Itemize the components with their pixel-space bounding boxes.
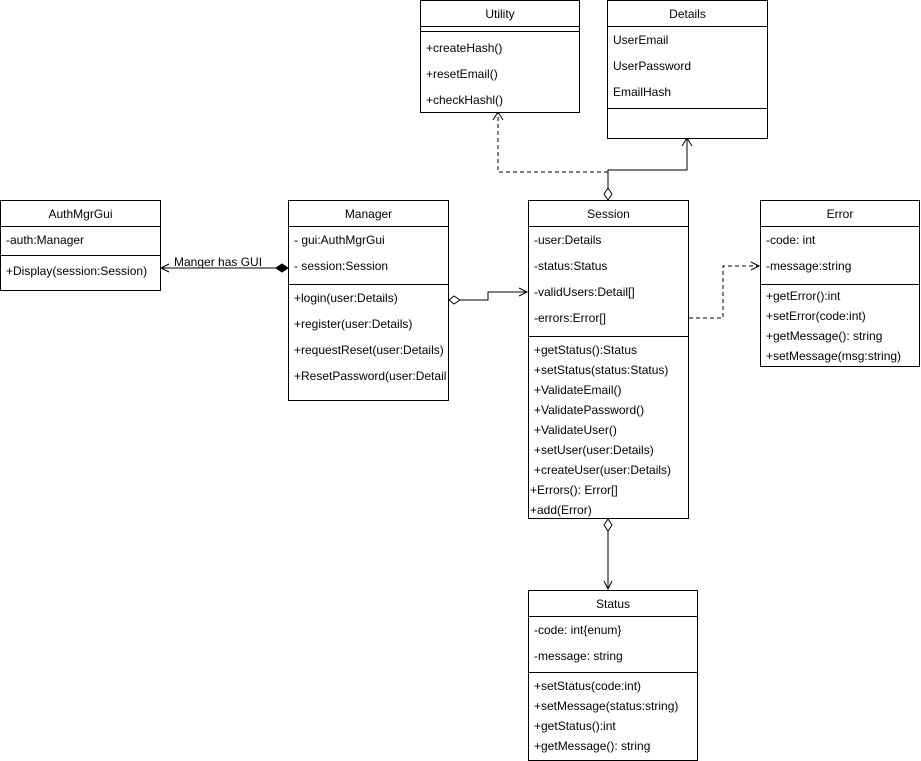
method-section: +getError():int +setError(code:int) +get… [761,285,919,365]
attribute-section: - gui:AuthMgrGui - session:Session [289,227,448,285]
method: +createHash() [426,41,503,55]
class-name: Manager [289,201,448,227]
session-status-aggregation [603,518,613,591]
class-name: Utility [421,1,579,27]
method: +setMessage(msg:string) [766,349,902,363]
method-section: +getStatus():Status +setStatus(status:St… [529,337,688,518]
class-utility[interactable]: Utility +createHash() +resetEmail() +che… [420,0,580,113]
attribute: EmailHash [613,85,672,99]
method: +setStatus(code:int) [534,679,642,693]
class-status[interactable]: Status -code: int{enum} -message: string… [528,590,698,761]
method: +checkHashl() [426,93,504,107]
method: +setUser(user:Details) [534,443,654,457]
attribute: UserPassword [613,59,692,73]
method: +add(Error) [530,503,592,517]
manager-session-aggregation [448,287,529,305]
attribute-section: -code: int{enum} -message: string [529,617,697,673]
method: +requestReset(user:Details) [294,343,444,357]
method: +getStatus():Status [534,343,638,357]
method: +ValidateUser() [534,423,617,437]
attribute: -code: int{enum} [534,623,622,637]
attribute-section: UserEmail UserPassword EmailHash [608,27,767,109]
attribute-section: -code: int -message:string [761,227,919,285]
method: +ValidatePassword() [534,403,645,417]
method: +ResetPassword(user:Detail [294,369,447,383]
method: +Display(session:Session) [6,264,148,278]
class-name: Error [761,201,919,227]
method: +createUser(user:Details) [534,463,672,477]
relation-label: Manger has GUI [174,255,263,269]
method-section: +createHash() +resetEmail() +checkHashl(… [421,32,579,112]
method-section [608,109,767,138]
session-utility-dependency [492,111,609,200]
method: +getError():int [766,289,841,303]
class-details[interactable]: Details UserEmail UserPassword EmailHash [607,0,768,139]
class-name: Status [529,591,697,617]
attribute: -user:Details [534,233,602,247]
method-section: +login(user:Details) +register(user:Deta… [289,285,448,399]
method: +resetEmail() [426,67,498,81]
method: +getMessage(): string [534,739,651,753]
method: +register(user:Details) [294,317,413,331]
class-name: AuthMgrGui [1,201,160,227]
class-authmgrgui[interactable]: AuthMgrGui -auth:Manager +Display(sessio… [0,200,161,291]
attribute-section: -auth:Manager [1,227,160,256]
manager-authmgrgui-composition [159,263,289,273]
attribute: -message: string [534,649,623,663]
class-name: Session [529,201,688,227]
attribute: - gui:AuthMgrGui [294,233,385,247]
class-session[interactable]: Session -user:Details -status:Status -va… [528,200,689,519]
attribute: -auth:Manager [6,233,85,247]
attribute-section: -user:Details -status:Status -validUsers… [529,227,688,337]
attribute: -errors:Error[] [534,311,606,325]
attribute: UserEmail [613,33,669,47]
method-section: +Display(session:Session) [1,256,160,290]
class-name: Details [608,1,767,27]
method: +getMessage(): string [766,329,883,343]
attribute: -message:string [766,259,852,273]
method: +setMessage(status:string) [534,699,679,713]
method: +login(user:Details) [294,291,398,305]
attribute-section [421,27,579,32]
attribute: -status:Status [534,259,608,273]
attribute: -code: int [766,233,816,247]
method-section: +setStatus(code:int) +setMessage(status:… [529,673,697,759]
method: +getStatus():int [534,719,616,733]
method: +Errors(): Error[] [530,483,618,497]
method: +ValidateEmail() [534,383,622,397]
method: +setError(code:int) [766,309,866,323]
method: +setStatus(status:Status) [534,363,669,377]
class-manager[interactable]: Manager - gui:AuthMgrGui - session:Sessi… [288,200,449,401]
attribute: -validUsers:Detail[] [534,285,635,299]
attribute: - session:Session [294,259,389,273]
class-error[interactable]: Error -code: int -message:string +getErr… [760,200,920,367]
session-error-dependency [689,261,761,319]
session-details-aggregation [603,137,693,201]
